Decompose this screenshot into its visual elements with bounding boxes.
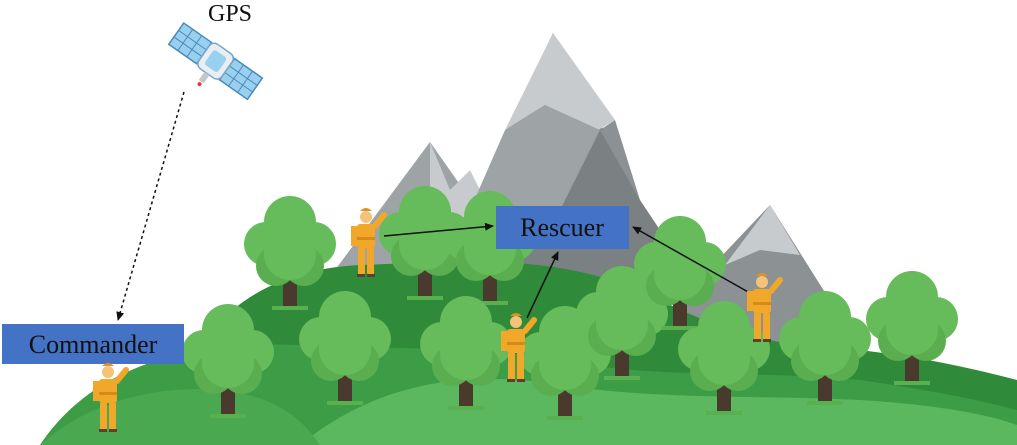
rescuer-right-arrow	[632, 226, 751, 294]
rescuer-left-arrow	[383, 222, 494, 237]
gps-satellite-icon	[167, 21, 264, 101]
gps-to-commander-arrow	[116, 91, 185, 321]
commander-node: Commander	[2, 324, 184, 364]
rescuer-label: Rescuer	[520, 213, 604, 242]
rescuer-node: Rescuer	[496, 206, 629, 249]
commander-label: Commander	[29, 330, 158, 359]
rescuer-bottom-arrow	[526, 251, 559, 319]
gps-label: GPS	[208, 1, 252, 27]
